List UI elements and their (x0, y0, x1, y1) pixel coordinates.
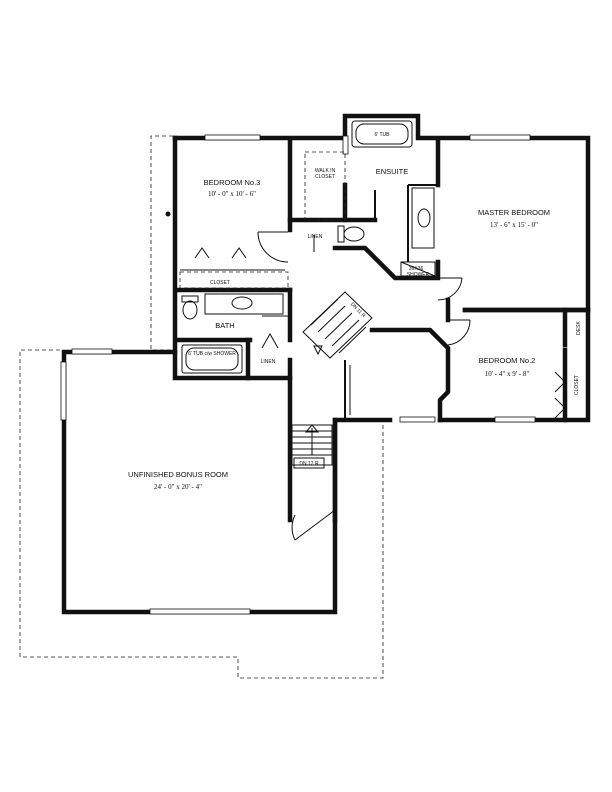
wall-hall-octagon (369, 327, 451, 423)
ensuite-name: ENSUITE (376, 167, 409, 176)
ensuite-shower (400, 261, 436, 277)
exterior-wall-upper (172, 113, 591, 313)
ensuite-vanity (411, 187, 435, 249)
bed3-closet (179, 271, 289, 289)
window-bonus-top (71, 348, 113, 355)
bath-toilet-tank (181, 295, 199, 303)
wall-ensuite-diag (332, 245, 441, 281)
window-tub (342, 135, 349, 155)
bath-tub-inner (185, 347, 239, 371)
desk-label: DESK (576, 321, 582, 335)
closet-bed2-label: CLOSET (574, 375, 580, 395)
ensuite-shower-cross (400, 261, 436, 277)
exterior-wall-left-upper (172, 135, 293, 381)
window-bonus-bottom (149, 608, 251, 615)
bath-name: BATH (215, 321, 234, 330)
exterior-wall-right (437, 307, 591, 423)
master-name: MASTER BEDROOM (478, 208, 550, 217)
door-bed3 (257, 231, 289, 263)
stair-lower (291, 424, 333, 466)
bath-toilet (182, 300, 198, 320)
ensuite-toilet (343, 226, 365, 242)
exterior-marker (165, 211, 171, 217)
window-bed2 (494, 416, 536, 423)
ensuite-sink (417, 208, 431, 228)
tub-ensuite-label: 6' TUB (374, 132, 390, 138)
door-bed2 (447, 319, 471, 346)
window-master (469, 134, 531, 141)
walkin-label-1: WALK IN (315, 168, 336, 174)
bath-vanity (204, 293, 284, 315)
roof-outline-lower (19, 349, 384, 679)
walkin-label-2: CLOSET (315, 174, 335, 180)
roof-outline-upper (150, 135, 173, 351)
door-master (437, 277, 463, 301)
stair-upper (302, 291, 373, 359)
stair-lower-label: DN 12 R (299, 461, 319, 467)
bonus-name: UNFINISHED BONUS ROOM (128, 470, 228, 479)
bonus-dims: 24' - 0" x 20' - 4" (154, 483, 202, 491)
bed3-closet-door-b (231, 247, 247, 259)
window-bed3 (204, 134, 261, 141)
linen-bath-label: LINEN (261, 359, 276, 365)
linen-ensuite-label: LINEN (308, 234, 323, 240)
walkin-closet (304, 151, 346, 221)
bath-sink (231, 296, 253, 310)
stair-lower-label-box (293, 457, 325, 469)
bed3-closet-door-a (194, 247, 210, 259)
window-bonus-left (60, 361, 67, 421)
ensuite-toilet-tank (337, 225, 345, 243)
ensuite-tub-inner (355, 123, 409, 145)
ensuite-tub (351, 120, 413, 148)
bedroom2-name: BEDROOM No.2 (479, 356, 536, 365)
bedroom2-dims: 10' - 4" x 9' - 8" (485, 370, 530, 378)
bed2-closet-door-b (554, 397, 566, 419)
bedroom3-name: BEDROOM No.3 (204, 178, 261, 187)
shower-label-1: 36X36 (409, 266, 424, 272)
tub-bath-label: 6' TUB c/w SHOWER (188, 351, 236, 357)
bedroom3-dims: 10' - 0" x 10' - 6" (208, 190, 256, 198)
bed2-closet-door-a (554, 371, 566, 393)
linen-bath-door (261, 332, 279, 349)
closet-bed3-label: CLOSET (210, 280, 230, 286)
exterior-wall-bonus (61, 349, 393, 615)
door-bonus (291, 509, 336, 541)
window-hall (399, 416, 436, 423)
master-dims: 13' - 6" x 15' - 0" (490, 221, 538, 229)
shower-label-2: SHOWER (407, 272, 430, 278)
bath-tub (181, 344, 243, 374)
